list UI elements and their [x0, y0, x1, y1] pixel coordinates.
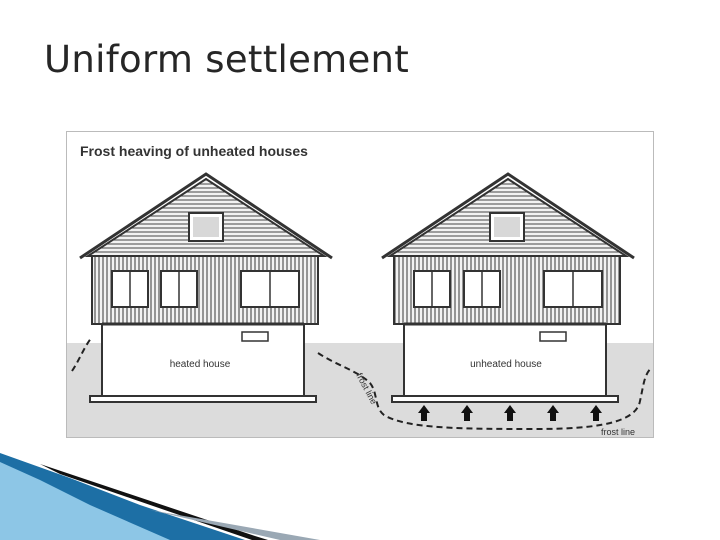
- house-label: unheated house: [470, 359, 542, 370]
- heave-arrow: [547, 405, 559, 421]
- vent: [241, 331, 269, 342]
- heave-arrows: [418, 405, 602, 421]
- diagram-title: Frost heaving of unheated houses: [80, 143, 308, 159]
- slide-title: Uniform settlement: [44, 38, 410, 81]
- frost-line: [71, 336, 93, 372]
- foundation: [403, 323, 607, 398]
- vent: [539, 331, 567, 342]
- heave-arrow: [418, 405, 430, 421]
- unheated-house: unheated house: [381, 172, 635, 403]
- footing: [89, 395, 317, 403]
- frost-heaving-diagram: Frost heaving of unheated houses heate: [66, 131, 654, 438]
- heave-arrow: [504, 405, 516, 421]
- footing: [391, 395, 619, 403]
- swoosh-gray: [150, 510, 320, 540]
- frost-line: [317, 352, 653, 431]
- heave-arrow: [461, 405, 473, 421]
- swoosh-blue-light: [0, 462, 170, 540]
- decorative-swoosh: [0, 450, 320, 540]
- house-label: heated house: [170, 359, 231, 370]
- heave-arrow: [590, 405, 602, 421]
- heated-house: heated house: [79, 172, 333, 403]
- frost-line-label: frost line: [601, 427, 635, 437]
